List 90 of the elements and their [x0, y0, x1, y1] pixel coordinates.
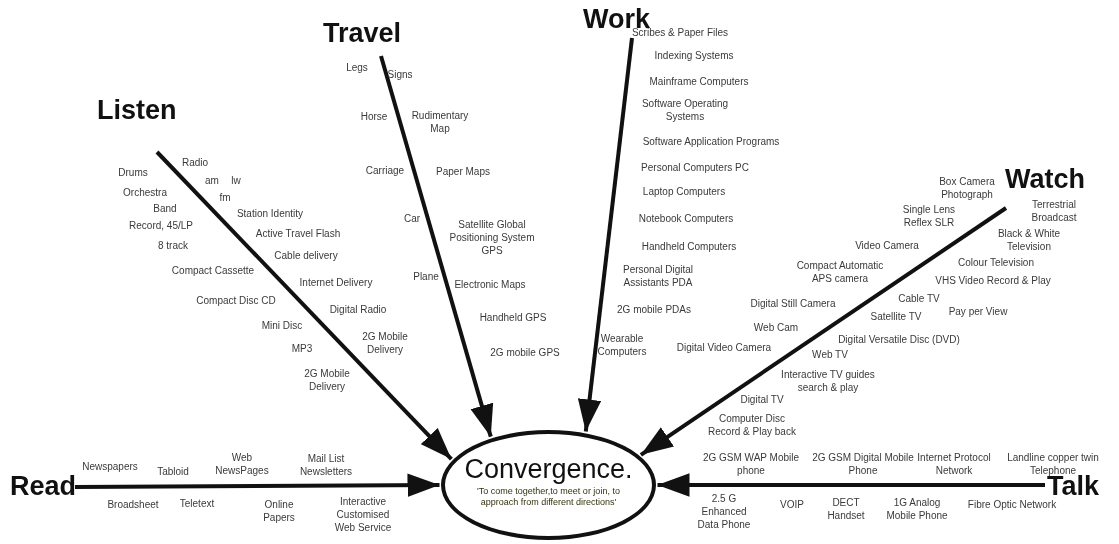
item-label: Digital Still Camera	[750, 296, 836, 310]
item-label: 2G Mobile Delivery	[361, 330, 409, 356]
arrow	[379, 55, 494, 438]
item-label: Band	[153, 201, 177, 215]
item-label: Plane	[413, 269, 439, 283]
item-label: Compact Disc CD	[196, 293, 276, 307]
item-label: Interactive TV guides search & play	[780, 368, 876, 394]
item-label: Internet Delivery	[299, 275, 373, 289]
item-label: Digital Radio	[329, 302, 387, 316]
item-label: Computer Disc Record & Play back	[707, 412, 797, 438]
item-label: Radio	[181, 155, 209, 169]
item-label: Interactive Customised Web Service	[333, 494, 393, 534]
item-label: 2G Mobile Delivery	[303, 367, 351, 393]
item-label: Satellite Global Positioning System GPS	[448, 217, 536, 257]
arrow	[577, 37, 634, 432]
item-label: Mainframe Computers	[649, 74, 749, 88]
item-label: Record, 45/LP	[129, 218, 193, 232]
item-label: 8 track	[158, 238, 188, 252]
item-label: Video Camera	[855, 238, 919, 252]
arrow	[639, 206, 1008, 457]
item-label: Web Cam	[753, 320, 799, 334]
item-label: Box Camera Photograph	[938, 175, 996, 201]
item-label: Software Operating Systems	[640, 97, 730, 123]
item-label: Notebook Computers	[638, 211, 734, 225]
item-label: Web NewsPages	[214, 451, 270, 477]
item-label: Software Application Programs	[642, 134, 780, 148]
item-label: Cable TV	[898, 291, 940, 305]
item-label: Online Papers	[262, 498, 296, 524]
item-label: Single Lens Reflex SLR	[901, 203, 957, 229]
item-label: Tabloid	[157, 464, 189, 478]
item-label: Rudimentary Map	[410, 109, 470, 135]
category-heading: Travel	[323, 20, 402, 47]
item-label: Broadsheet	[107, 497, 159, 511]
item-label: Satellite TV	[870, 309, 922, 323]
arrow	[75, 473, 440, 497]
item-label: Colour Television	[958, 255, 1034, 269]
item-label: Terrestrial Broadcast	[1030, 198, 1078, 224]
category-heading: Read	[10, 473, 77, 500]
item-label: Horse	[360, 109, 388, 123]
arrow	[657, 473, 1045, 497]
arrow	[155, 150, 453, 461]
item-label: Black & White Television	[996, 227, 1062, 253]
item-label: Digital Video Camera	[676, 340, 772, 354]
item-label: lw	[231, 173, 241, 187]
item-label: Carriage	[365, 163, 405, 177]
item-label: Web TV	[812, 347, 848, 361]
item-label: Personal Digital Assistants PDA	[621, 263, 694, 289]
item-label: Fibre Optic Network	[967, 497, 1057, 511]
item-label: Personal Computers PC	[641, 160, 749, 174]
item-label: Cable delivery	[274, 248, 338, 262]
item-label: Wearable Computers	[596, 332, 648, 358]
item-label: Orchestra	[123, 185, 167, 199]
item-label: Car	[403, 211, 421, 225]
item-label: Digital Versatile Disc (DVD)	[838, 332, 960, 346]
item-label: Active Travel Flash	[255, 226, 341, 240]
item-label: Signs	[387, 67, 413, 81]
item-label: 2G mobile GPS	[490, 345, 560, 359]
convergence-ellipse	[441, 430, 656, 540]
definition-text: 'To come together,to meet or join, to approach from different directions'	[476, 485, 621, 509]
item-label: 2.5 G Enhanced Data Phone	[696, 491, 752, 531]
item-label: Drums	[118, 165, 148, 179]
item-label: Handheld GPS	[479, 310, 547, 324]
item-label: Compact Automatic APS camera	[795, 259, 885, 285]
item-label: Legs	[346, 60, 368, 74]
item-label: Digital TV	[740, 392, 784, 406]
item-label: Station Identity	[236, 206, 304, 220]
item-label: Mail List Newsletters	[298, 452, 354, 478]
item-label: Laptop Computers	[642, 184, 726, 198]
item-label: Mini Disc	[261, 318, 303, 332]
item-label: 2G GSM WAP Mobile phone	[701, 451, 801, 477]
item-label: Paper Maps	[436, 164, 490, 178]
ellipse-title: Convergence.	[464, 455, 633, 483]
item-label: VOIP	[780, 497, 804, 511]
item-label: Electronic Maps	[454, 277, 526, 291]
item-label: Newspapers	[82, 459, 138, 473]
category-heading: Watch	[1005, 166, 1085, 193]
item-label: MP3	[291, 341, 313, 355]
item-label: am	[205, 173, 219, 187]
item-label: Pay per View	[948, 304, 1008, 318]
item-label: Compact Cassette	[171, 263, 255, 277]
item-label: 1G Analog Mobile Phone	[885, 496, 949, 522]
item-label: Indexing Systems	[654, 48, 734, 62]
item-label: VHS Video Record & Play	[935, 273, 1051, 287]
item-label: DECT Handset	[826, 496, 866, 522]
item-label: 2G mobile PDAs	[617, 302, 691, 316]
item-label: Handheld Computers	[641, 239, 737, 253]
item-label: fm	[219, 190, 231, 204]
item-label: Landline copper twin Telephone	[1006, 451, 1100, 476]
item-label: Teletext	[179, 496, 215, 510]
category-heading: Listen	[97, 97, 177, 124]
